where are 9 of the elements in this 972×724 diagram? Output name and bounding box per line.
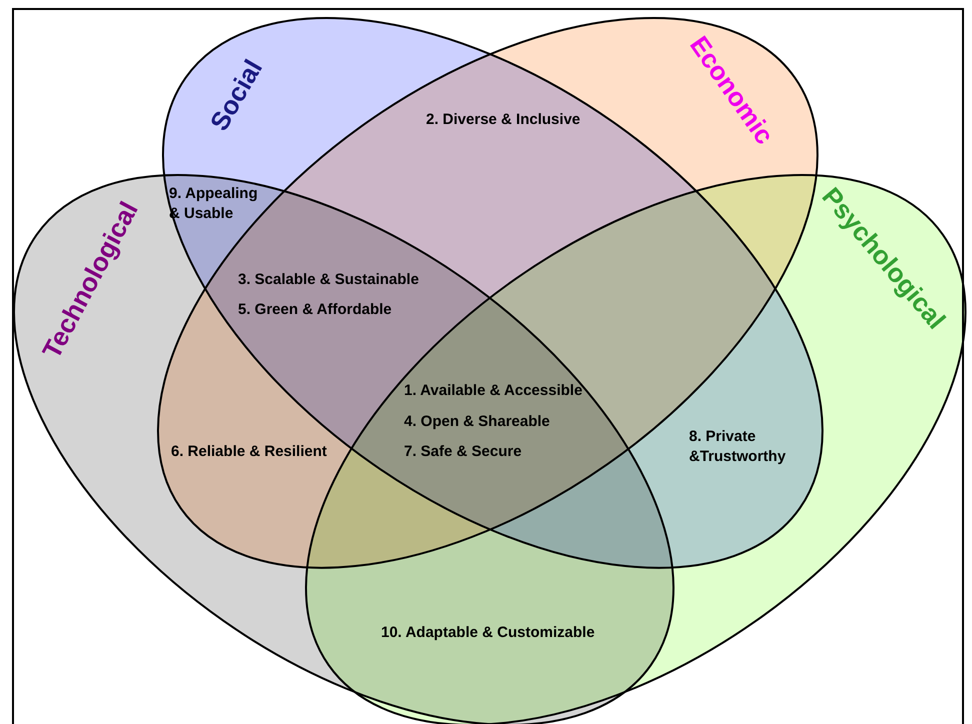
region-label: 3. Scalable & Sustainable [238, 270, 419, 290]
region-label: 4. Open & Shareable [404, 412, 550, 432]
region-label: 8. Private &Trustworthy [689, 427, 787, 467]
region-label: 5. Green & Affordable [238, 300, 392, 320]
region-label: 7. Safe & Secure [404, 442, 522, 462]
region-label: 1. Available & Accessible [404, 381, 582, 401]
region-label: 2. Diverse & Inclusive [426, 110, 580, 130]
region-label: 10. Adaptable & Customizable [381, 623, 595, 643]
region-label: 6. Reliable & Resilient [171, 442, 327, 462]
